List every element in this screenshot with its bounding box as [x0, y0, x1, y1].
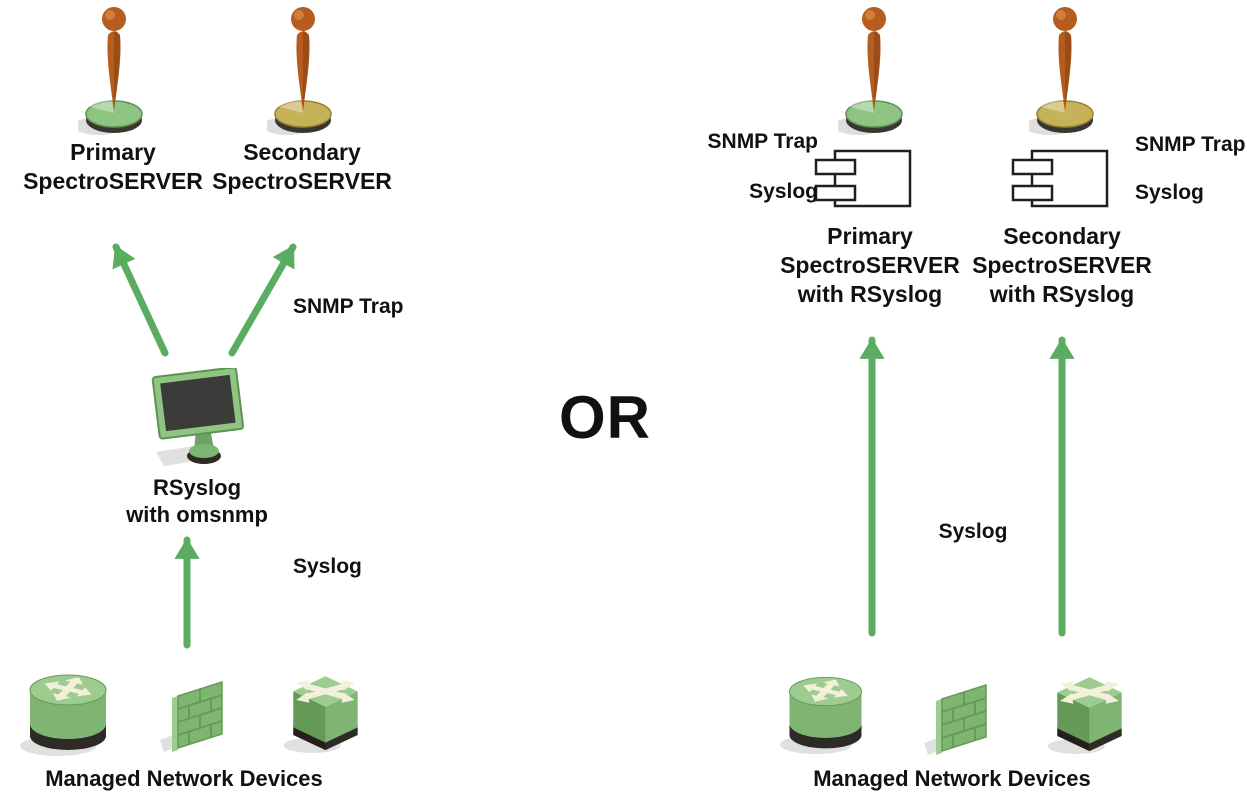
managed-network-devices-label-left: Managed Network Devices — [45, 766, 323, 791]
switch-icon-right — [1044, 663, 1134, 755]
managed-network-devices-label-right: Managed Network Devices — [813, 766, 1091, 791]
primary-spectroserver-rsyslog-label: Primary SpectroSERVER with RSyslog — [780, 223, 960, 307]
snmp-trap-label-right-secondary: SNMP Trap — [1135, 133, 1246, 156]
secondary-spectroserver-label-left: Secondary SpectroSERVER — [212, 139, 392, 194]
pushpin-icon-primary-left — [78, 5, 148, 140]
primary-spectroserver-label-left: Primary SpectroSERVER — [23, 139, 203, 194]
rsyslog-collector-label: RSyslog with omsnmp — [126, 475, 268, 527]
syslog-label-right-secondary: Syslog — [1135, 181, 1204, 204]
secondary-spectroserver-rsyslog-label: Secondary SpectroSERVER with RSyslog — [972, 223, 1152, 307]
snmp-trap-label-right-primary: SNMP Trap — [707, 130, 818, 153]
router-icon-left — [18, 662, 118, 757]
pushpin-icon-primary-right — [838, 5, 908, 140]
syslog-label-right-center: Syslog — [938, 520, 1008, 543]
router-icon-right — [778, 665, 873, 755]
component-icon-primary — [813, 148, 918, 210]
syslog-label-left: Syslog — [293, 555, 362, 578]
snmp-trap-arrow-to-secondary — [228, 243, 297, 357]
pushpin-icon-secondary-right — [1029, 5, 1099, 140]
firewall-icon-right — [922, 675, 992, 760]
firewall-icon-left — [158, 672, 228, 757]
pushpin-icon-secondary-left — [267, 5, 337, 140]
switch-icon-left — [280, 662, 370, 754]
syslog-label-right-primary: Syslog — [749, 180, 818, 203]
monitor-icon-rsyslog — [148, 368, 248, 473]
or-label: OR — [559, 384, 651, 451]
snmp-trap-arrow-to-primary — [112, 243, 169, 357]
snmp-trap-label-left: SNMP Trap — [293, 295, 404, 318]
component-icon-secondary — [1010, 148, 1115, 210]
